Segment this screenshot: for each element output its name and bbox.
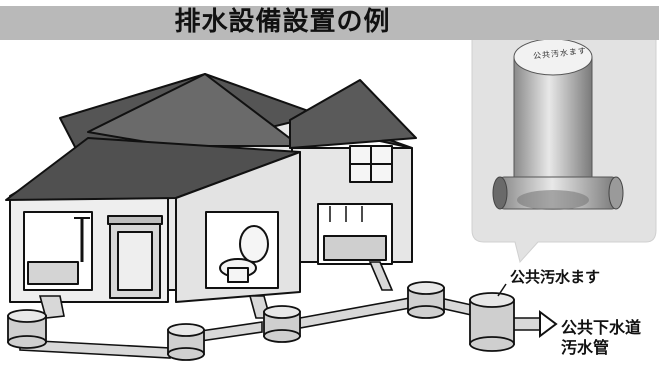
chamber-3 bbox=[263, 305, 301, 343]
chamber-4 bbox=[407, 281, 445, 319]
public-sewer-label-line1: 公共下水道 bbox=[561, 318, 642, 337]
title-bar bbox=[0, 6, 659, 40]
chamber-1 bbox=[7, 309, 47, 349]
public-masu-label: 公共汚水ます bbox=[510, 268, 601, 286]
chamber-2 bbox=[167, 323, 205, 361]
public-sewer-label-line2: 汚水管 bbox=[561, 338, 610, 357]
house bbox=[5, 73, 417, 303]
public-masu-chamber bbox=[469, 292, 515, 352]
photo-masu-image bbox=[492, 38, 624, 210]
page-title: 排水設備設置の例 bbox=[174, 7, 391, 37]
inspection-chambers bbox=[7, 281, 515, 361]
photo-bubble bbox=[471, 29, 657, 264]
